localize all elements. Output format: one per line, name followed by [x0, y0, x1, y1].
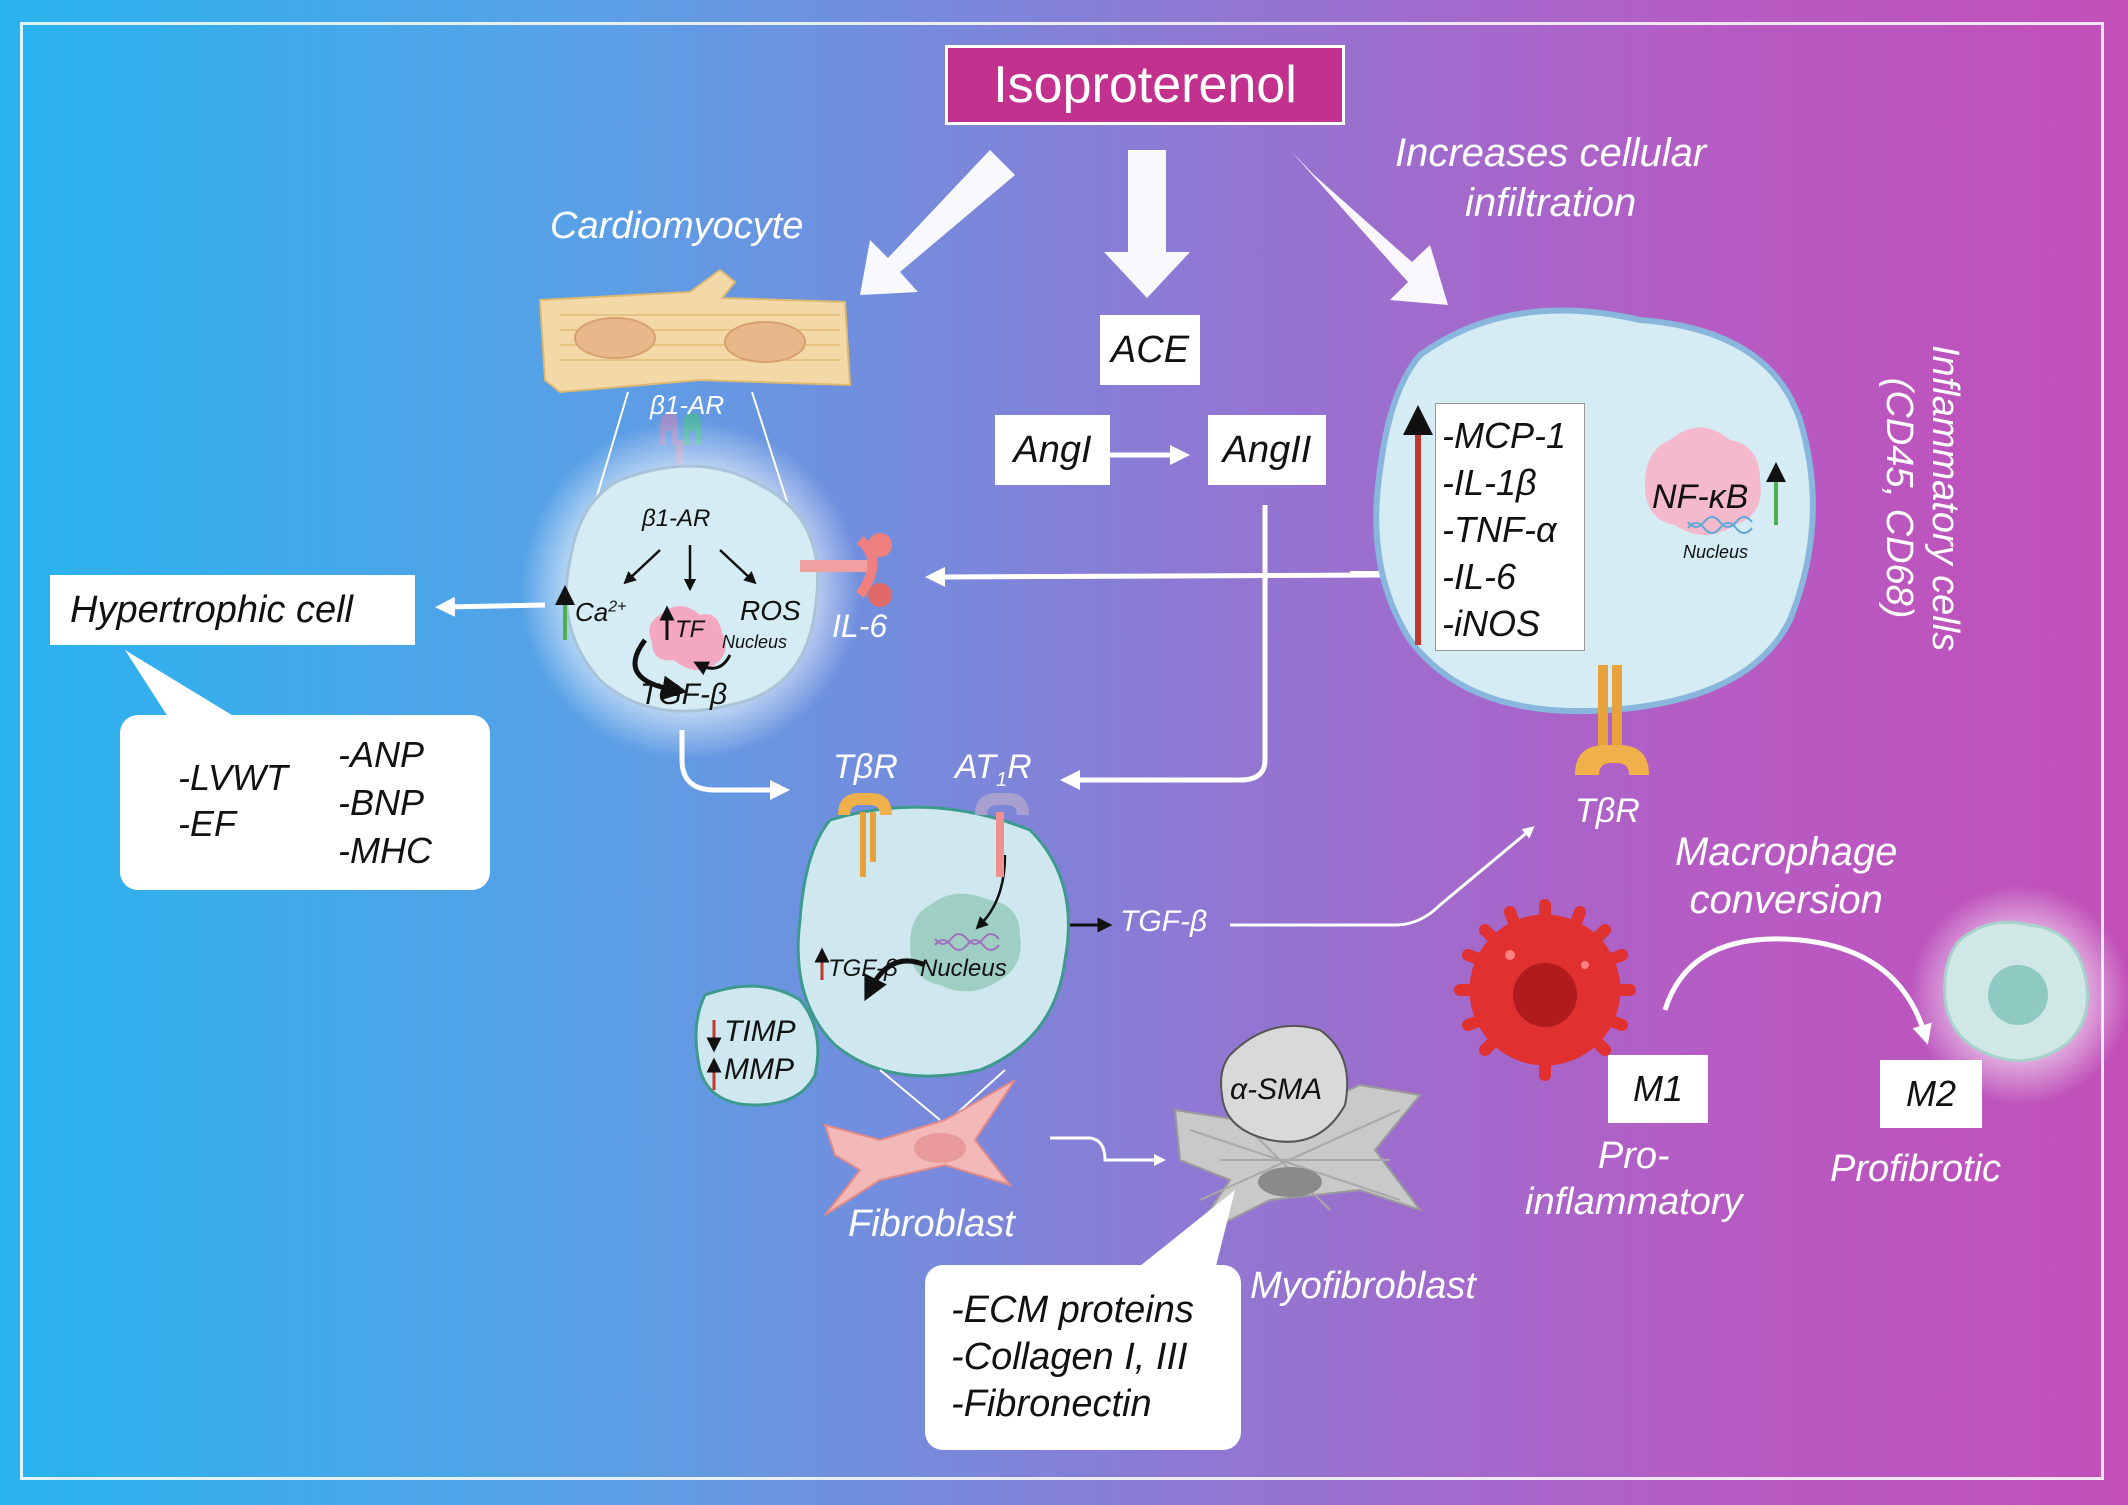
macrophage-line-2: conversion — [1689, 878, 1883, 922]
tbr-right-label: TβR — [1575, 792, 1640, 830]
nucleus-inf-label: Nucleus — [1683, 542, 1749, 562]
hypertrophy-markers-box: -LVWT -EF -ANP -BNP -MHC — [120, 715, 490, 890]
myofibroblast-cell — [1173, 1024, 1423, 1243]
m1-label: M1 — [1632, 1068, 1683, 1109]
iso-arrows — [860, 150, 1448, 305]
mmp-label: MMP — [724, 1053, 794, 1086]
conversion-arrow — [1662, 936, 1932, 1045]
title-box: Isoproterenol — [945, 45, 1345, 125]
m2-label: M2 — [1905, 1073, 1956, 1114]
pro-line-2: inflammatory — [1525, 1181, 1743, 1223]
ecm-proteins: -ECM proteins — [951, 1289, 1194, 1331]
m2-macrophage — [1910, 885, 2128, 1105]
marker-mhc: -MHC — [338, 830, 432, 871]
tgfb-out-label: TGF-β — [1120, 905, 1208, 938]
at1r-label: AT1R — [955, 748, 1032, 792]
angii-label: AngII — [1222, 428, 1312, 471]
pro-line-1: Pro- — [1597, 1135, 1670, 1177]
profibrotic-label: Profibrotic — [1830, 1148, 2002, 1190]
fibroblast-cell — [823, 1079, 1016, 1216]
angi-box: AngI — [995, 415, 1110, 485]
marker-ef: -EF — [178, 803, 236, 844]
tbr-receptor-inflammatory — [1575, 665, 1649, 775]
cytokine-il6: -IL-6 — [1442, 556, 1517, 597]
markers-left: -LVWT -EF — [178, 755, 288, 847]
tbr-fibroblast-label: TβR — [833, 748, 898, 786]
m2-box: M2 — [1880, 1060, 1982, 1128]
ros-label: ROS — [740, 595, 801, 626]
angi-label: AngI — [1013, 428, 1092, 471]
ecm-list: -ECM proteins -Collagen I, III -Fibronec… — [951, 1287, 1194, 1428]
cytokine-mcp1: -MCP-1 — [1442, 415, 1566, 456]
outer-frame — [20, 22, 2104, 1480]
nfkb-label: NF-κB — [1652, 478, 1749, 516]
cytokine-inos: -iNOS — [1442, 603, 1540, 644]
cytokine-tnfa: -TNF-α — [1442, 509, 1557, 550]
cytokine-box: -MCP-1 -IL-1β -TNF-α -IL-6 -iNOS — [1435, 403, 1585, 651]
cardio-zoom-cell — [520, 420, 860, 760]
marker-bnp: -BNP — [338, 782, 425, 823]
fibroblast-label: Fibroblast — [848, 1203, 1015, 1245]
cytokine-il1b: -IL-1β — [1442, 462, 1537, 503]
hypertrophic-cell-box: Hypertrophic cell — [50, 575, 415, 645]
ca-text: Ca — [575, 597, 609, 627]
b1ar-inner-label: β1-AR — [642, 505, 711, 532]
inflammatory-cells-label: Inflammatory cells (CD45, CD68) — [1876, 345, 1968, 651]
at1r-subscript: 1 — [995, 768, 1008, 791]
marker-anp: -ANP — [338, 734, 425, 775]
ecm-box: -ECM proteins -Collagen I, III -Fibronec… — [925, 1265, 1241, 1450]
tgfb-cm-label: TGF-β — [640, 678, 728, 711]
ecm-collagen: -Collagen I, III — [951, 1336, 1188, 1378]
macrophage-label: Macrophage conversion — [1675, 828, 1897, 924]
ca-label: Ca2+ — [575, 597, 627, 628]
timp-label: TIMP — [724, 1015, 796, 1048]
tgfb-in-label: TGF-β — [828, 955, 898, 982]
angii-box: AngII — [1208, 415, 1326, 485]
macrophage-line-1: Macrophage — [1675, 830, 1898, 874]
hypertrophic-cell-label: Hypertrophic cell — [70, 588, 353, 631]
ecm-pointer — [1135, 1190, 1235, 1270]
markers-right: -ANP -BNP -MHC — [338, 731, 432, 875]
cardiomyocyte-label: Cardiomyocyte — [550, 205, 804, 247]
at1r-end: R — [1007, 748, 1032, 786]
ecm-fibronectin: -Fibronectin — [951, 1383, 1152, 1425]
nucleus-cm-label: Nucleus — [722, 632, 788, 652]
infiltration-line-2: infiltration — [1465, 181, 1637, 225]
il6-receptor — [800, 533, 892, 607]
infiltration-line-1: Increases cellular — [1395, 131, 1707, 175]
nucleus-fib-label: Nucleus — [920, 955, 1007, 982]
il6-label: IL-6 — [832, 608, 888, 644]
inflammatory-line-2: (CD45, CD68) — [1878, 377, 1920, 619]
infiltration-label: Increases cellular infiltration — [1395, 128, 1706, 228]
ace-label: ACE — [1110, 328, 1190, 371]
m1-box: M1 — [1608, 1055, 1708, 1123]
flow-arrows — [435, 445, 1535, 1166]
timp-mmp-blob — [694, 984, 820, 1107]
b1ar-top-label: β1-AR — [650, 390, 725, 420]
asma-label: α-SMA — [1230, 1073, 1323, 1106]
marker-lvwt: -LVWT — [178, 757, 289, 798]
tbr-receptor-fibroblast — [838, 793, 892, 877]
ace-box: ACE — [1100, 315, 1200, 385]
myofibroblast-label: Myofibroblast — [1250, 1265, 1476, 1307]
inflammatory-line-1: Inflammatory cells — [1924, 345, 1966, 652]
page-title: Isoproterenol — [993, 56, 1297, 114]
at1r-text: AT — [955, 748, 996, 786]
cytokine-list: -MCP-1 -IL-1β -TNF-α -IL-6 -iNOS — [1442, 412, 1566, 647]
tf-label: TF — [675, 616, 705, 643]
hypertrophic-pointer — [125, 650, 240, 720]
m1-macrophage — [1454, 899, 1636, 1081]
ca-superscript: 2+ — [608, 598, 627, 616]
pro-inflammatory-label: Pro- inflammatory — [1525, 1133, 1743, 1225]
at1r-receptor — [975, 793, 1029, 877]
